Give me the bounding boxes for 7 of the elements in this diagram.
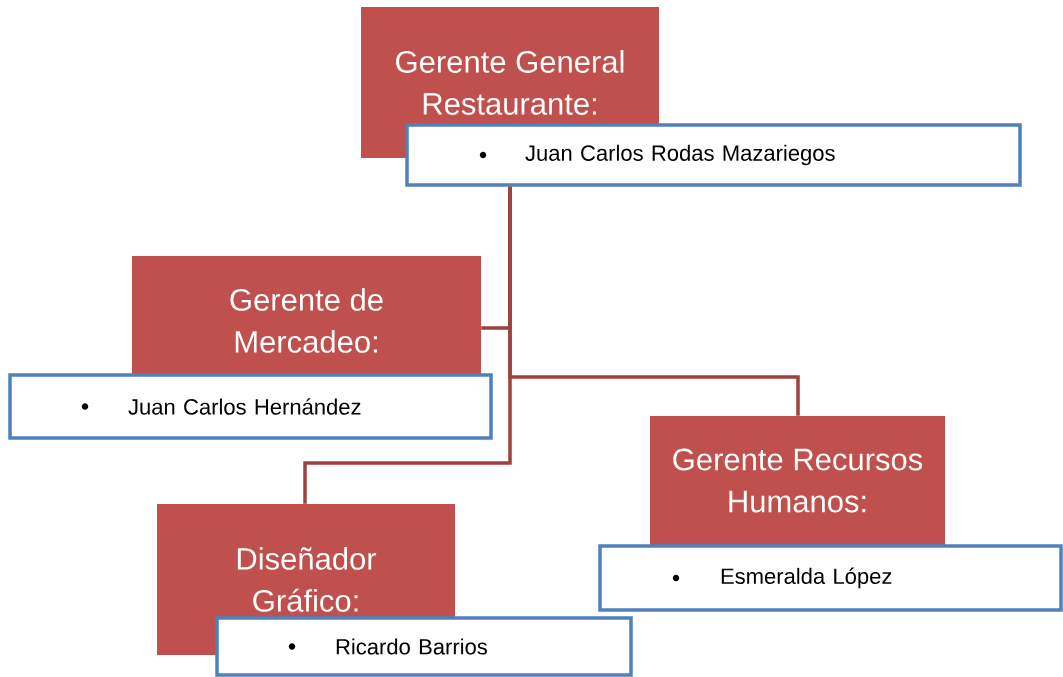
name-box: Ricardo Barrios — [215, 616, 633, 677]
connector-line — [303, 186, 512, 504]
name-box: Juan Carlos Rodas Mazariegos — [405, 123, 1022, 187]
name-box: Esmeralda López — [598, 544, 1063, 612]
title-box: Gerente Recursos Humanos: — [650, 416, 945, 545]
title-box: Gerente de Mercadeo: — [132, 256, 481, 385]
name-box: Juan Carlos Hernández — [8, 373, 493, 440]
